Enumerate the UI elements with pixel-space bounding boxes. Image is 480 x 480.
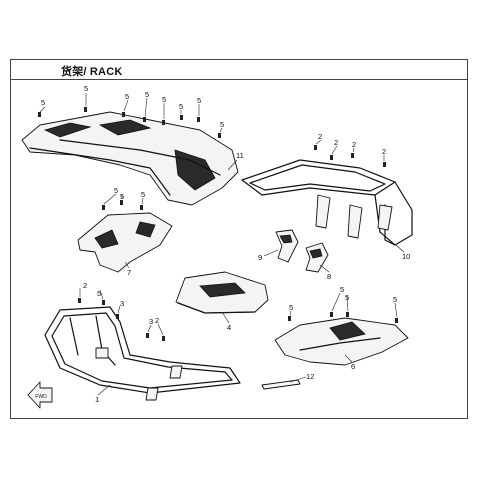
callout-7: 7 bbox=[127, 268, 131, 277]
callout-2: 2 bbox=[83, 281, 87, 290]
bracket-plate bbox=[77, 212, 173, 273]
callout-12: 12 bbox=[306, 372, 314, 381]
callout-5: 5 bbox=[97, 289, 101, 298]
fwd-label: FWD bbox=[35, 394, 47, 400]
callout-2: 2 bbox=[318, 132, 322, 141]
callout-8: 8 bbox=[327, 272, 331, 281]
callout-10: 10 bbox=[402, 252, 410, 261]
callout-2: 2 bbox=[334, 138, 338, 147]
callout-5: 5 bbox=[125, 92, 129, 101]
callout-5: 5 bbox=[393, 295, 397, 304]
callout-5: 5 bbox=[114, 186, 118, 195]
clamp-9 bbox=[275, 229, 299, 263]
trim-strip bbox=[261, 379, 301, 390]
callout-2: 2 bbox=[382, 147, 386, 156]
callout-5: 5 bbox=[41, 98, 45, 107]
clamp-8 bbox=[305, 242, 329, 273]
callout-5: 5 bbox=[179, 102, 183, 111]
callout-5: 5 bbox=[340, 285, 344, 294]
callout-2: 2 bbox=[352, 140, 356, 149]
callout-11: 11 bbox=[236, 151, 244, 160]
callout-5: 5 bbox=[84, 84, 88, 93]
header-bar: 货架/ RACK bbox=[11, 60, 467, 80]
front-rack-frame bbox=[44, 306, 241, 401]
front-rack-cover bbox=[21, 111, 239, 206]
callout-4: 4 bbox=[227, 323, 231, 332]
callout-3: 3 bbox=[120, 299, 124, 308]
callout-5: 5 bbox=[145, 90, 149, 99]
callout-5: 5 bbox=[141, 190, 145, 199]
leader-lines bbox=[39, 93, 405, 396]
callout-5: 5 bbox=[289, 303, 293, 312]
callout-5: 5 bbox=[345, 293, 349, 302]
callout-5: 5 bbox=[220, 120, 224, 129]
page-title: 货架/ RACK bbox=[61, 66, 123, 78]
callout-5: 5 bbox=[120, 192, 124, 201]
callout-3: 3 bbox=[149, 317, 153, 326]
storage-tray bbox=[175, 271, 269, 314]
rear-plate bbox=[274, 317, 409, 366]
callout-5: 5 bbox=[197, 96, 201, 105]
rear-rack-frame bbox=[241, 159, 413, 246]
callout-6: 6 bbox=[351, 362, 355, 371]
callout-5: 5 bbox=[162, 95, 166, 104]
callout-2: 2 bbox=[155, 316, 159, 325]
callouts: 5 5 5 5 5 5 5 5 11 2 2 2 2 10 5 5 5 7 9 … bbox=[41, 84, 410, 404]
fwd-arrow-icon: FWD bbox=[27, 381, 53, 409]
bolts bbox=[38, 107, 398, 341]
callout-1: 1 bbox=[95, 395, 99, 404]
callout-9: 9 bbox=[258, 253, 262, 262]
